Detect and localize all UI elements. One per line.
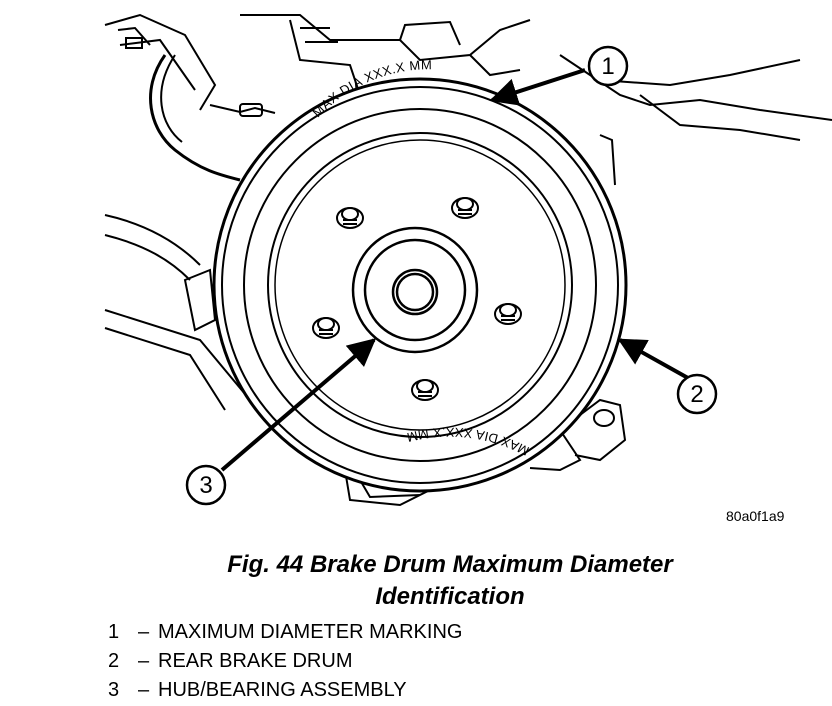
svg-text:1: 1	[601, 53, 614, 80]
wheel-stud	[494, 303, 522, 325]
background-chassis	[104, 13, 832, 507]
hub-bearing-assembly	[351, 226, 479, 354]
brake-drum-illustration: MAX DIA XXX.X MM MAX DIA XXX.X MM 1 2 3	[104, 13, 832, 507]
legend-dash: –	[138, 679, 150, 701]
wheel-stud	[411, 379, 439, 401]
svg-text:3: 3	[199, 472, 212, 499]
wheel-studs	[312, 197, 522, 401]
legend-item: 1 – MAXIMUM DIAMETER MARKING	[108, 618, 462, 647]
legend-text: REAR BRAKE DRUM	[158, 650, 353, 672]
wheel-stud	[336, 207, 364, 229]
callout-1: 1	[587, 45, 629, 87]
wheel-stud	[451, 197, 479, 219]
leader-arrows	[220, 68, 689, 472]
legend-text: HUB/BEARING ASSEMBLY	[158, 679, 407, 701]
caption-line-2: Identification	[375, 583, 525, 610]
callout-2: 2	[676, 373, 718, 415]
caption-line-1: Fig. 44 Brake Drum Maximum Diameter	[227, 551, 673, 578]
legend-text: MAXIMUM DIAMETER MARKING	[158, 621, 463, 643]
legend-number: 2	[108, 650, 120, 672]
legend-item: 2 – REAR BRAKE DRUM	[108, 647, 462, 676]
legend-number: 1	[108, 621, 120, 643]
figure-reference-code: 80a0f1a9	[726, 508, 785, 524]
figure-caption: Fig. 44 Brake Drum Maximum Diameter Iden…	[170, 549, 730, 613]
svg-text:2: 2	[690, 381, 703, 408]
legend-dash: –	[138, 621, 150, 643]
legend-item: 3 – HUB/BEARING ASSEMBLY	[108, 676, 462, 705]
wheel-stud	[312, 317, 340, 339]
legend-list: 1 – MAXIMUM DIAMETER MARKING 2 – REAR BR…	[108, 618, 462, 705]
callout-3: 3	[185, 464, 227, 506]
legend-dash: –	[138, 650, 150, 672]
legend-number: 3	[108, 679, 120, 701]
